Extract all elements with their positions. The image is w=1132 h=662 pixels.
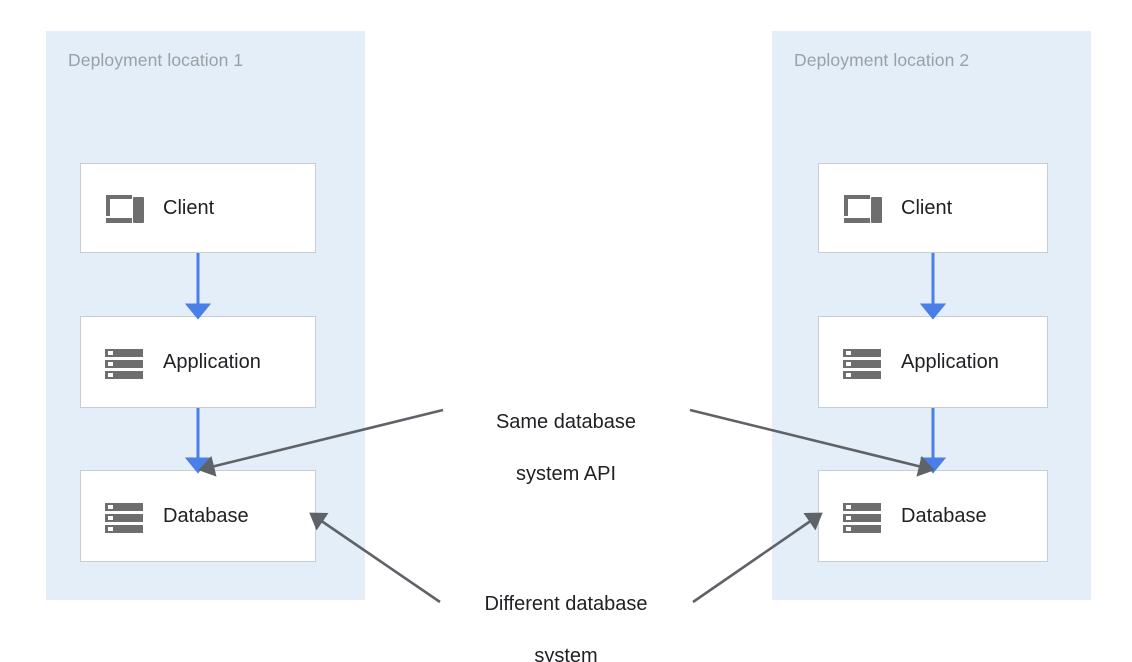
annotation-different-database-system: Different database system (441, 565, 691, 662)
annotation-same-api-line-1: Same database (495, 411, 637, 433)
devices-icon (103, 187, 145, 229)
node-client-2[interactable]: Client (818, 163, 1048, 253)
node-client-1-label: Client (163, 196, 215, 219)
node-application-1[interactable]: Application (80, 316, 316, 408)
storage-icon (841, 341, 883, 383)
node-application-1-label: Application (163, 350, 261, 373)
annotation-different-line-2: system (534, 645, 598, 662)
storage-icon (103, 341, 145, 383)
deployment-location-2-title: Deployment location 2 (794, 50, 970, 70)
node-application-2-label: Application (901, 350, 999, 373)
node-database-2-label: Database (901, 504, 987, 527)
devices-icon (841, 187, 883, 229)
node-database-2[interactable]: Database (818, 470, 1048, 562)
annotation-same-database-system-api: Same database system API (441, 383, 691, 513)
node-database-1[interactable]: Database (80, 470, 316, 562)
storage-icon (841, 495, 883, 537)
deployment-location-1-title: Deployment location 1 (68, 50, 244, 70)
node-client-1[interactable]: Client (80, 163, 316, 253)
annotation-different-line-1: Different database (484, 593, 648, 615)
node-database-1-label: Database (163, 504, 249, 527)
node-application-2[interactable]: Application (818, 316, 1048, 408)
node-client-2-label: Client (901, 196, 953, 219)
storage-icon (103, 495, 145, 537)
annotation-same-api-line-2: system API (515, 463, 617, 485)
